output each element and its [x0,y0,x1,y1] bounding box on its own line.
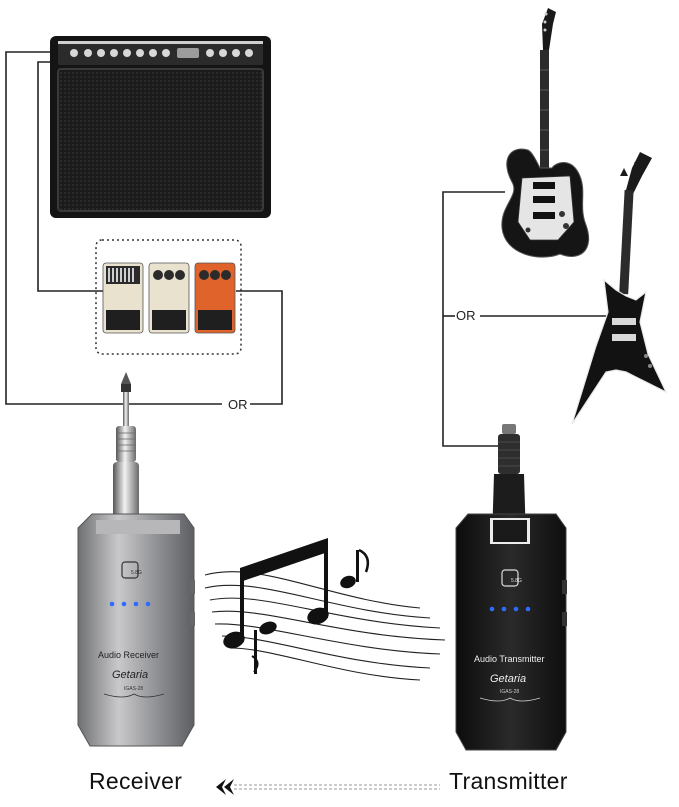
transmitter-device: 5.8G Audio Transmitter Getaria IGAS-28 [455,513,567,751]
pedals-to-receiver-line [236,290,283,405]
transmitter-logo: 5.8G [501,569,522,587]
or-label-left: OR [228,397,248,412]
pedal-equalizer [102,262,144,334]
transmitter-title: Audio Transmitter [474,654,545,664]
receiver-logo: 5.8G [121,561,142,579]
receiver-label: Receiver [89,768,183,794]
receiver-title: Audio Receiver [98,650,159,660]
transmitter-brand: Getaria [490,673,526,685]
effects-pedals-icon [95,239,242,355]
transmitter-model: IGAS-28 [500,689,519,695]
connection-lines [5,51,608,447]
receiver-brand: Getaria [112,669,148,681]
guitar-amp-icon [50,36,271,218]
svg-text:5.8G: 5.8G [511,578,522,584]
music-notes-icon [204,538,446,681]
amp-to-receiver-line [5,51,126,405]
pedal-distortion [194,262,236,334]
transmitter-leds [489,606,531,612]
transmitter-label: Transmitter [449,768,568,794]
pedal-dynamic-wah [148,262,190,334]
svg-text:5.8G: 5.8G [131,570,142,576]
receiver-leds [109,601,151,607]
amp-to-pedals-line [37,61,106,292]
amp-knobs [70,48,253,58]
electric-guitar-icon [501,8,590,258]
flying-v-guitar-icon [571,152,668,425]
guitar-to-transmitter-line [442,191,508,447]
receiver-model: IGAS-28 [124,686,143,692]
receiver-device: 5.8G Audio Receiver Getaria IGAS-28 [77,513,195,747]
or-label-right: OR [456,308,476,323]
jack-plug-icon [113,372,139,520]
arrow-left-icon [216,779,440,795]
